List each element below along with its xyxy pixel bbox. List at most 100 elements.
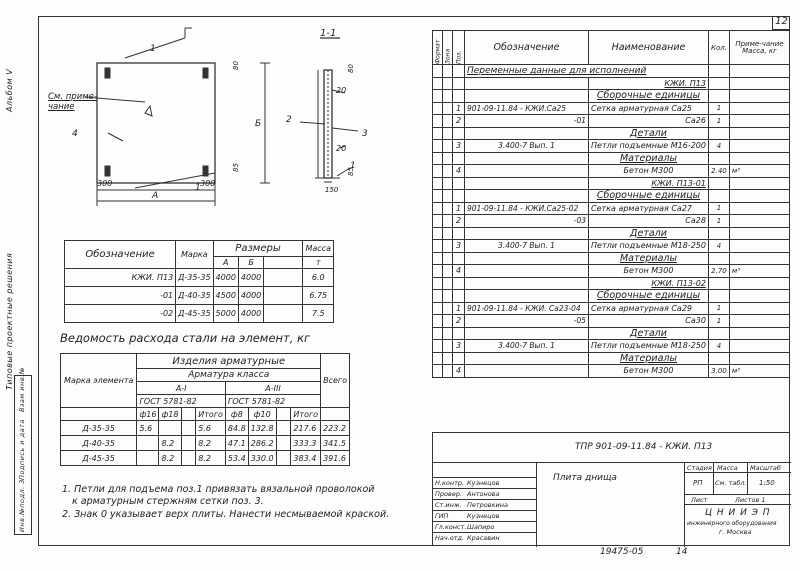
dims-h-unit: т: [302, 256, 334, 269]
slab-plan-outline: [96, 62, 216, 184]
slab-drawing: 1 1 1-1 4 2 3 1 300 300 А Б 20 20 150 80…: [72, 27, 368, 206]
signature-name: Петровкина: [467, 501, 508, 509]
signature-role: Нач.отд.: [435, 534, 465, 542]
dim-20-top: 20: [336, 86, 346, 95]
spec-row: Сборочные единицы: [432, 189, 791, 203]
scale-value: 1:50: [759, 479, 775, 487]
sheet-frame: [38, 16, 790, 546]
cut-mark-top: 1: [150, 44, 156, 54]
signature-role: Ст.инж.: [435, 501, 462, 509]
pos-1-label: 1: [350, 161, 356, 171]
lifting-loop-marks: [104, 67, 209, 177]
steel-cols-row: ф16 ф18 Итого ф8 ф10 Итого: [59, 407, 350, 421]
spec-row: Материалы: [432, 351, 791, 365]
title-block: ТПР 901-09-11.84 - КЖИ. П13 Плита днища …: [432, 432, 791, 547]
table-row: Д-45-35 8.2 8.2 53.4 330.0 383.4 391.6: [59, 450, 350, 466]
spec-row: КЖИ. П13: [432, 76, 791, 90]
stage-block: Стадия Масса Масштаб РП См. табл. 1:50 Л…: [685, 463, 791, 547]
dims-h-designation: Обозначение: [63, 240, 177, 269]
steel-h-armature: Арматура класса: [136, 368, 322, 382]
dims-h-a: А: [212, 256, 239, 269]
spec-row: КЖИ. П13-02: [432, 276, 791, 290]
table-row: Д-40-35 8.2 8.2 47.1 286.2 333.3 341.5: [59, 435, 350, 451]
spec-row: Материалы: [432, 251, 791, 265]
steel-h-products: Изделия арматурные: [136, 353, 322, 369]
spec-row: Сборочные единицы: [432, 289, 791, 303]
side-inv-label: Взам инв.№: [18, 367, 26, 412]
table-row: Д-35-35 5.6 5.6 84.8 132.8 217.6 223.2: [59, 420, 350, 436]
signature-row: Ст.инж. Петровкина: [433, 499, 537, 510]
org-city: г. Москва: [719, 528, 752, 536]
dim-20-bottom: 20: [336, 144, 346, 153]
spec-h-note: Приме-чание Масса, кг: [728, 30, 791, 65]
spec-h-designation: Обозначение: [464, 30, 589, 65]
steel-table: Марка элемента Изделия арматурные Всего …: [59, 353, 350, 466]
sheet-number: 12: [772, 16, 790, 30]
spec-row: Детали: [432, 126, 791, 140]
dim-b-label: Б: [255, 119, 261, 129]
spec-h-pos: Поз.: [452, 30, 465, 65]
spec-row: Детали: [432, 226, 791, 240]
dim-85-section: 85: [347, 167, 355, 176]
spec-row: Детали: [432, 326, 791, 340]
signature-name: Красавин: [467, 534, 500, 542]
bottom-code: 19475-05: [600, 547, 644, 557]
cut-mark-bottom: 1: [195, 183, 201, 193]
note-1: 1. Петли для подъема поз.1 привязать вяз…: [62, 484, 375, 495]
dims-h-b: Б: [237, 256, 265, 269]
signature-row: Гл.конст.Шапиро: [433, 521, 537, 532]
dims-h-mass: Масса: [302, 240, 334, 257]
series-label: Типовые проектные решения: [5, 252, 14, 390]
signature-role: Н.контр.: [435, 479, 465, 487]
stage-header: Стадия: [687, 464, 712, 472]
signature-role: Гл.конст.: [435, 523, 467, 531]
dim-80-section: 80: [347, 64, 355, 73]
table-row: КЖИ. П13 Д-35-35 4000 4000 6.0: [63, 268, 334, 287]
mass-value: См. табл.: [715, 479, 747, 487]
table-row: -02 Д-45-35 5000 4000 7.5: [63, 304, 334, 323]
sheet-label: Лист: [691, 496, 708, 504]
scale-header: Масштаб: [750, 464, 781, 472]
signature-row: Провер.Антонова: [433, 488, 537, 499]
steel-h-gost2: ГОСТ 5781-82: [224, 394, 322, 408]
title-code: ТПР 901-09-11.84 - КЖИ. П13: [575, 442, 713, 452]
top-mark: [144, 104, 153, 117]
dim-80-plan: 80: [232, 61, 240, 70]
spec-h-qty: Кол.: [707, 30, 730, 65]
side-orig-label: Инв.№подл. 3: [18, 479, 26, 532]
spec-row: Сборочные единицы: [432, 89, 791, 103]
signature-name: Кузнецов: [467, 512, 500, 520]
spec-h-format: Формат: [432, 30, 443, 65]
dims-h-mark: Марка: [175, 240, 214, 269]
spec-row: Переменные данные для исполнений: [432, 64, 791, 78]
signature-name: Кузнецов: [467, 479, 500, 487]
org-name: Ц Н И И Э П: [705, 508, 771, 518]
steel-table-title: Ведомость расхода стали на элемент, кг: [60, 331, 311, 345]
dim-300-left: 300: [97, 179, 112, 188]
steel-h-mark: Марка элемента: [59, 353, 138, 408]
signature-row: Нач.отд.Красавин: [433, 532, 537, 543]
album-label: Альбом V: [5, 68, 14, 112]
steel-h-total: Всего: [320, 353, 350, 408]
stage-value: РП: [693, 479, 703, 487]
org-subtitle: инженерного оборудования: [687, 520, 777, 527]
signature-name: Шапиро: [467, 523, 495, 531]
signature-row: Н.контр.Кузнецов: [433, 477, 537, 488]
dim-a-label: А: [151, 191, 158, 201]
section-label: 1-1: [320, 28, 336, 39]
spec-row: Материалы: [432, 151, 791, 165]
side-stamp-box: [14, 375, 32, 535]
bottom-page: 14: [676, 547, 688, 557]
side-sign-label: Подпись и дата: [18, 419, 26, 480]
dim-300-right: 300: [200, 179, 215, 188]
spec-h-zone: Зона: [442, 30, 453, 65]
